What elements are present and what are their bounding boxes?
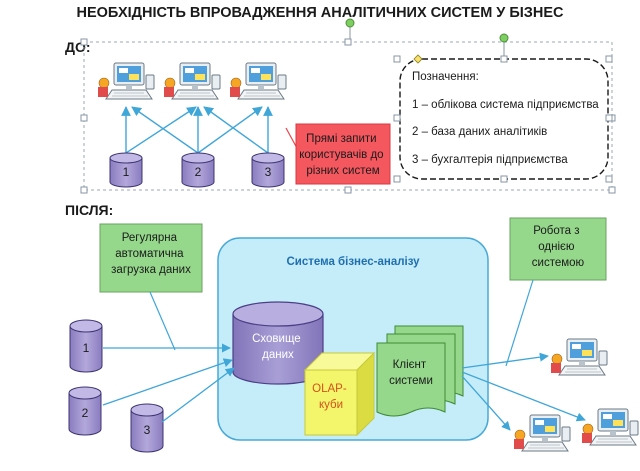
database-cylinder: 1 [69,319,103,373]
client-label: Клієнт системи [389,359,433,387]
olap-line: OLAP- [312,383,347,395]
legend-item: 3 – бухгалтерія підприємства [412,154,568,166]
auto-load-line: автоматична [115,248,184,260]
work-callout-line [505,279,534,367]
before-arrows [121,106,273,154]
single-system-box [509,217,607,281]
direct-requests-callout [295,123,391,185]
olap-label: OLAP- куби [312,383,350,411]
auto-load-text: Регулярна автоматична загрузка даних [111,232,191,276]
after-label: ПІСЛЯ: [65,202,113,218]
database-label: 2 [82,406,89,420]
database-cylinder: 3 [130,403,164,453]
single-system-line: системою [532,257,585,269]
rotate-handle[interactable] [345,18,355,28]
callout-text: Прямі запити користувачів до різних сист… [299,133,387,177]
warehouse-line: даних [262,349,294,361]
warehouse-label: Сховище даних [252,333,304,361]
database-label: 3 [265,165,272,179]
single-system-text: Робота з однією системою [532,225,585,269]
database-label: 2 [195,165,202,179]
computer-icon [513,414,571,452]
olap-cube: OLAP- куби [303,351,376,437]
legend-title: Позначення: [412,71,479,83]
adjust-handle[interactable] [413,54,423,64]
computer-icon [229,62,287,100]
callout-line: різних систем [306,165,379,177]
client-line: Клієнт [393,359,427,371]
legend-handles [393,55,613,183]
client-line: системи [389,375,433,387]
rotate-handle-legend[interactable] [499,33,509,43]
after-databases: 1 2 3 [68,319,164,453]
database-cylinder: 3 [251,152,285,188]
bi-system-title: Система бізнес-аналізу [286,256,420,268]
before-databases: 1 2 3 [109,152,285,188]
database-cylinder: 1 [109,152,143,188]
computer-icon [97,62,155,100]
callout-line: Прямі запити [306,133,376,145]
legend-item: 2 – база даних аналітиків [412,126,547,138]
olap-line: куби [319,399,343,411]
database-label: 1 [123,165,130,179]
load-callout-line [149,291,176,351]
single-system-line: однією [538,241,575,253]
warehouse-line: Сховище [252,333,301,345]
database-label: 1 [83,341,90,355]
client-system: Клієнт системи [376,325,464,417]
database-cylinder: 2 [68,386,102,436]
data-warehouse: Сховище даних [232,301,324,385]
auto-load-line: загрузка даних [111,264,191,276]
legend-item: 1 – облікова система підприємства [412,99,599,111]
callout-line: користувачів до [299,149,383,161]
auto-load-box [99,223,203,293]
single-system-line: Робота з [533,225,579,237]
database-label: 3 [144,423,151,437]
page-title: НЕОБХІДНІСТЬ ВПРОВАДЖЕННЯ АНАЛІТИЧНИХ СИ… [76,5,564,21]
after-arrows [102,343,586,431]
computer-icon [163,62,221,100]
database-cylinder: 2 [181,152,215,188]
auto-load-line: Регулярна [122,232,178,244]
computer-icon [550,338,608,376]
computer-icon [581,408,639,446]
